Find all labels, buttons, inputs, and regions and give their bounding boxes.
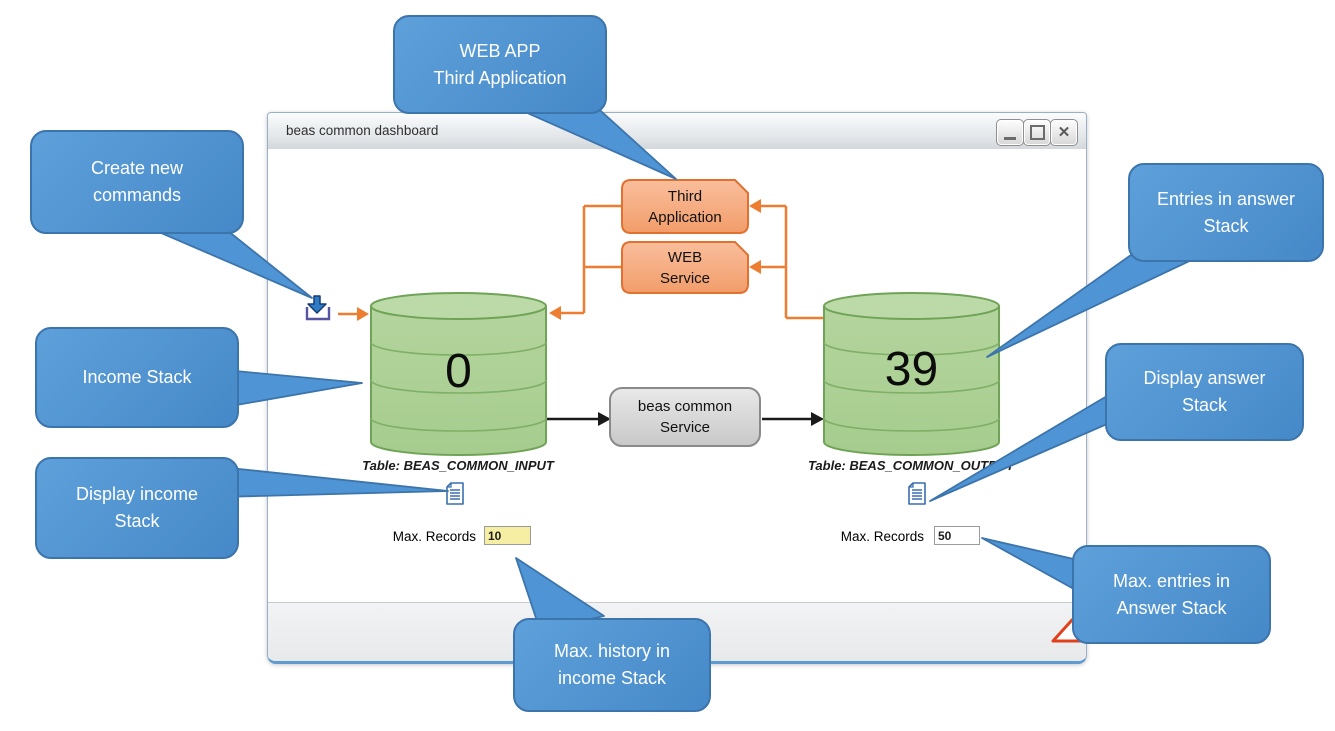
income-max-records-input[interactable] [484, 526, 531, 545]
window-titlebar[interactable]: beas common dashboard ✕ [268, 113, 1086, 150]
answer-max-records-label: Max. Records [840, 529, 924, 544]
maximize-icon [1029, 125, 1045, 140]
answer-stack-count: 39 [884, 342, 939, 396]
income-table-label: Table: BEAS_COMMON_INPUT [362, 458, 554, 473]
maximize-button[interactable] [1023, 119, 1051, 146]
display-income-stack-icon[interactable] [445, 482, 465, 506]
answer-table-label: Table: BEAS_COMMON_OUTPUT [807, 458, 1015, 473]
close-icon: ✕ [1057, 124, 1071, 141]
income-max-records-label: Max. Records [392, 529, 476, 544]
import-commands-icon[interactable] [303, 293, 333, 323]
window-title: beas common dashboard [286, 123, 439, 138]
callout-income-stack: Income Stack [35, 327, 239, 428]
close-button[interactable]: ✕ [1050, 119, 1078, 146]
display-answer-stack-icon[interactable] [907, 482, 927, 506]
minimize-button[interactable] [996, 119, 1024, 146]
income-stack-count: 0 [445, 344, 472, 398]
minimize-icon [1004, 137, 1016, 140]
answer-max-records-input[interactable] [934, 526, 980, 545]
